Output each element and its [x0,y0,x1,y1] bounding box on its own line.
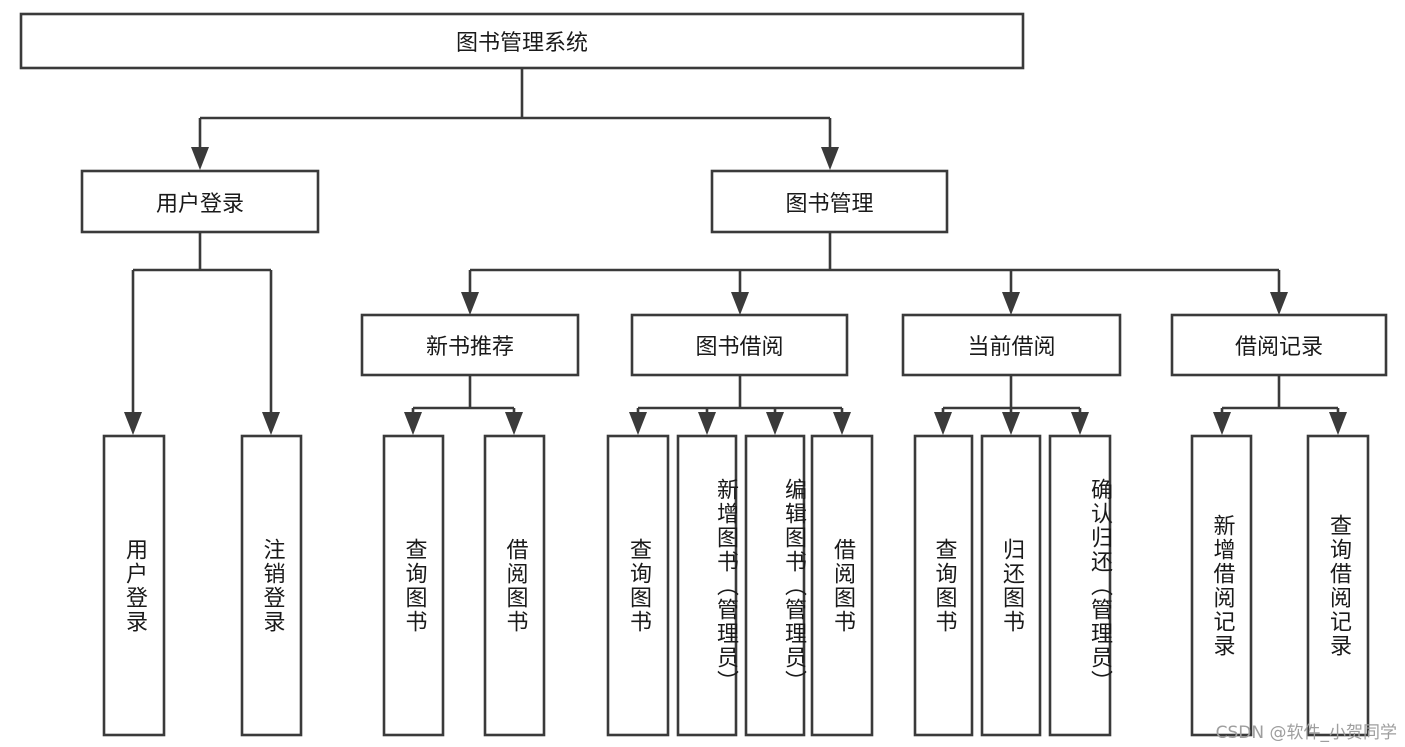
node-new-book-recommend[interactable] [360,313,580,377]
leaf-user-login[interactable] [102,434,166,737]
node-root[interactable] [19,12,1025,70]
connector-borrowbook-to-leaves [629,375,851,435]
leaf-add-borrow-record[interactable] [1190,434,1253,737]
connector-root-to-level2 [191,68,839,170]
connector-userlogin-to-leaves [124,232,280,435]
leaf-query-book-borrow[interactable] [606,434,670,737]
node-book-management[interactable] [710,169,949,234]
leaf-borrow-book-newbook[interactable] [483,434,546,737]
connector-bookmgmt-to-level3 [461,232,1288,315]
node-current-borrow[interactable] [901,313,1122,377]
leaf-query-borrow-record[interactable] [1306,434,1370,737]
connector-newbook-to-leaves [404,375,523,435]
connector-record-to-leaves [1213,375,1347,435]
leaf-edit-book-admin[interactable] [744,434,806,737]
node-borrow-record[interactable] [1170,313,1388,377]
connector-current-to-leaves [934,375,1089,435]
node-book-borrow[interactable] [630,313,849,377]
leaf-confirm-return-admin[interactable] [1048,434,1112,737]
leaf-logout[interactable] [240,434,303,737]
leaf-add-book-admin[interactable] [676,434,738,737]
leaf-query-book-current[interactable] [913,434,974,737]
node-user-login[interactable] [80,169,320,234]
leaf-return-book[interactable] [980,434,1042,737]
leaf-query-book-newbook[interactable] [382,434,445,737]
leaf-borrow-book[interactable] [810,434,874,737]
